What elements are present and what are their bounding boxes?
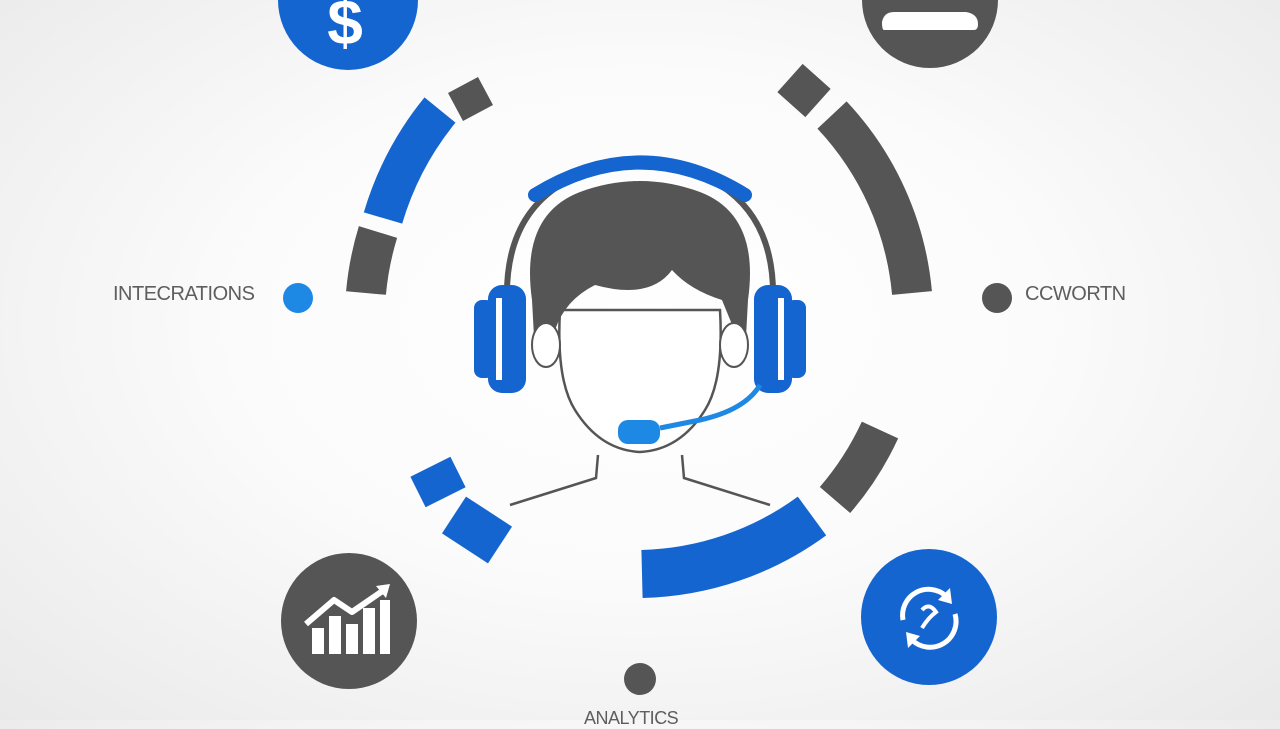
- dot-left: [283, 283, 313, 313]
- ring-segment-blue-lower-left: [441, 496, 513, 564]
- agent-shoulders: [509, 454, 771, 507]
- headset-mic: [618, 420, 660, 444]
- right-label: CCWORTN: [1025, 283, 1126, 305]
- support-agent-headset-icon: [474, 155, 806, 507]
- refresh-icon: [861, 549, 997, 685]
- agent-hair: [530, 181, 750, 355]
- growth-chart-icon: [281, 553, 417, 689]
- ring-segment-gray-left: [346, 226, 398, 296]
- headset-mic-boom: [659, 383, 763, 431]
- agent-face: [558, 308, 722, 454]
- ring-segment-blue-upper-left: [363, 97, 456, 224]
- ring-segment-gray-upper-left-top: [448, 76, 493, 122]
- cloud-icon: [862, 0, 998, 68]
- ring-segment-gray-upper-right-top: [777, 63, 831, 118]
- integrations-label: INTECRATIONS: [113, 283, 255, 305]
- svg-text:$: $: [327, 0, 363, 58]
- ring-segment-blue-lower-left-small: [410, 456, 466, 508]
- ring-segments: [346, 63, 932, 598]
- dot-bottom: [624, 663, 656, 695]
- ring-segment-blue-lower-right: [641, 496, 827, 598]
- dot-right: [982, 283, 1012, 313]
- dollar-icon: $: [278, 0, 418, 70]
- analytics-label: ANALYTICS: [584, 708, 679, 728]
- ring-segment-gray-lower-right: [819, 421, 899, 514]
- ring-segment-gray-right: [817, 101, 932, 296]
